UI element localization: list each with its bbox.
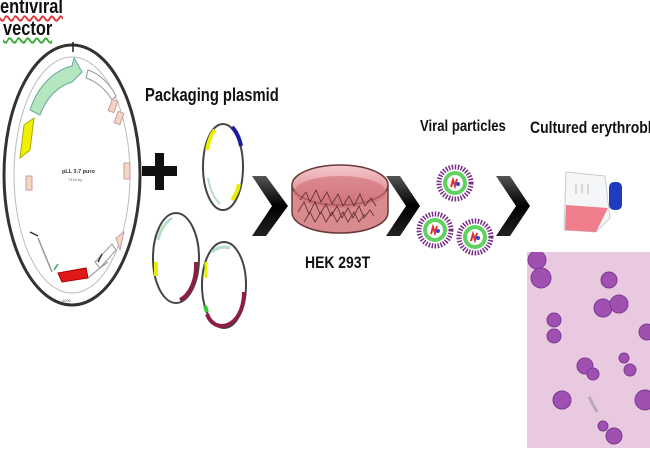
arrow-chevron-1 [252, 176, 288, 236]
plasmid-size: 7416 bp [68, 177, 83, 182]
packaging-plasmid-label: Packaging plasmid [145, 85, 279, 105]
packaging-plasmid-3 [201, 241, 247, 329]
puror-feature [57, 267, 89, 283]
cmv-enhancer-feature [85, 69, 117, 101]
packaging-plasmid-2 [152, 212, 200, 304]
hek-293t-label: HEK 293T [305, 253, 371, 272]
viral-particle-1 [436, 164, 474, 202]
ampr-feature [29, 56, 83, 116]
arrow-chevron-2 [386, 176, 420, 236]
plasmid-name: pLL 3.7 puro [62, 169, 96, 175]
lentiviral-title-line2: vector [3, 18, 53, 40]
petri-dish-icon [291, 164, 389, 234]
cultured-erythroblast-label: Cultured erythroblast [530, 118, 650, 137]
packaging-plasmid-1 [202, 123, 244, 211]
culture-flask-icon [563, 171, 622, 233]
main-plasmid-map: pLL 3.7 puro 7416 bp 4000 [2, 42, 142, 307]
plus-icon [142, 153, 177, 190]
rre-feature [19, 116, 35, 160]
erythroblast-micrograph [527, 252, 650, 448]
viral-particle-3 [456, 218, 494, 256]
viral-particles-label: Viral particles [420, 118, 506, 135]
micrograph-cells [527, 252, 650, 445]
arrow-chevron-3 [496, 176, 530, 236]
viral-particle-2 [416, 211, 454, 249]
lentiviral-title-line1: entiviral [0, 0, 63, 18]
tick-4000: 4000 [62, 298, 72, 303]
